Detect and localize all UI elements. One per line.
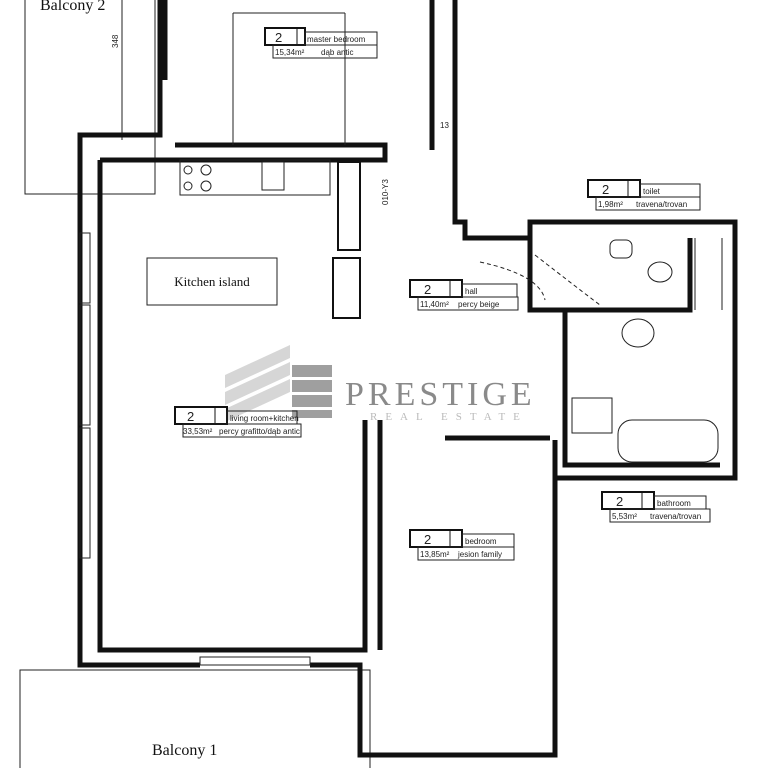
watermark-sub: REAL ESTATE xyxy=(370,411,528,423)
svg-text:2: 2 xyxy=(187,409,194,424)
svg-text:2: 2 xyxy=(275,30,282,45)
svg-text:travena/trovan: travena/trovan xyxy=(650,512,701,521)
wall-east xyxy=(310,0,738,758)
wall-bathroom xyxy=(562,310,720,468)
svg-text:15,34m²: 15,34m² xyxy=(275,48,305,57)
svg-text:bedroom: bedroom xyxy=(465,537,497,546)
watermark-name: PRESTIGE xyxy=(345,376,536,413)
svg-text:dąb antic: dąb antic xyxy=(321,48,353,57)
svg-text:2: 2 xyxy=(424,282,431,297)
wall-west xyxy=(77,0,200,668)
balcony-1-label: Balcony 1 xyxy=(152,742,217,759)
room-label-hall: 2 hall 11,40m² percy beige xyxy=(409,279,519,311)
svg-text:1,98m²: 1,98m² xyxy=(598,200,623,209)
room-label-bedroom: 2 bedroom 13,85m² jesion family xyxy=(409,529,515,561)
kitchen-counter xyxy=(179,159,331,196)
sink-icon xyxy=(261,161,285,191)
toilet-icon xyxy=(647,261,673,283)
svg-text:2: 2 xyxy=(616,494,623,509)
dimension-13: 13 xyxy=(440,121,449,130)
balcony-2-area xyxy=(24,0,156,195)
svg-text:jesion family: jesion family xyxy=(457,550,502,559)
svg-text:11,40m²: 11,40m² xyxy=(420,300,449,309)
svg-text:percy grafitto/dąb antic: percy grafitto/dąb antic xyxy=(219,427,300,436)
svg-text:5,53m²: 5,53m² xyxy=(612,512,637,521)
svg-text:2: 2 xyxy=(424,532,431,547)
room-label-master-bedroom: 2 master bedroom 15,34m² dąb antic xyxy=(264,27,378,59)
svg-text:living room+kitchen: living room+kitchen xyxy=(230,414,299,423)
svg-text:master bedroom: master bedroom xyxy=(307,35,366,44)
room-label-bathroom: 2 bathroom 5,53m² travena/trovan xyxy=(601,491,711,523)
kitchen-island-label: Kitchen island xyxy=(174,274,250,289)
balcony-2-label: Balcony 2 xyxy=(40,0,105,14)
room-label-living-room-kitchen: 2 living room+kitchen 33,53m² percy graf… xyxy=(174,406,302,438)
dimension-code: 010-Y3 xyxy=(381,179,390,205)
washer-icon xyxy=(571,397,613,434)
wall-north-living xyxy=(100,142,388,163)
svg-text:bathroom: bathroom xyxy=(657,499,691,508)
svg-text:hall: hall xyxy=(465,287,478,296)
room-label-toilet: 2 toilet 1,98m² travena/trovan xyxy=(587,179,701,211)
svg-text:percy beige: percy beige xyxy=(458,300,500,309)
svg-text:2: 2 xyxy=(602,182,609,197)
washbasin-icon xyxy=(609,239,633,259)
bathtub-icon xyxy=(617,419,719,463)
svg-text:toilet: toilet xyxy=(643,187,661,196)
prestige-logo xyxy=(225,345,332,422)
svg-text:33,53m²: 33,53m² xyxy=(183,427,213,436)
svg-text:13,85m²: 13,85m² xyxy=(420,550,450,559)
washbasin-icon xyxy=(621,318,655,348)
balcony-1-area xyxy=(19,669,371,768)
wall-toilet xyxy=(527,238,693,313)
kitchen-island xyxy=(146,257,278,306)
dimension-348: 348 xyxy=(111,34,120,48)
wall-living xyxy=(97,160,368,653)
svg-text:travena/trovan: travena/trovan xyxy=(636,200,687,209)
